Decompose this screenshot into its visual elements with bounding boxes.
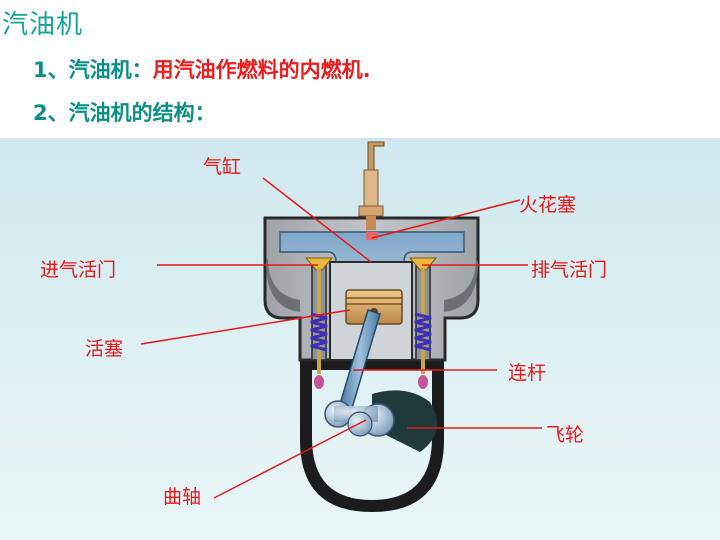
item-number: 2、 (33, 101, 69, 125)
structure-heading: 汽油机的结构： (68, 101, 216, 125)
slide-title: 汽油机 (2, 10, 84, 40)
label-flywheel: 飞轮 (546, 424, 585, 446)
label-piston: 活塞 (85, 338, 124, 360)
label-intake-valve: 进气活门 (40, 259, 117, 281)
leader-lines (140, 177, 542, 499)
label-cylinder: 气缸 (203, 156, 242, 178)
engine-diagram-panel: 气缸 火花塞 进气活门 排气活门 活塞 连杆 飞轮 曲轴 (0, 138, 720, 540)
label-crankshaft: 曲轴 (163, 486, 202, 508)
intake-valve-shape (304, 257, 334, 389)
item-number: 1、 (33, 58, 69, 82)
label-exhaust-valve: 排气活门 (531, 259, 608, 281)
engine-diagram (140, 141, 542, 512)
label-connecting-rod: 连杆 (508, 362, 547, 384)
structure-line: 2、汽油机的结构： (33, 99, 216, 127)
term-label: 汽油机： (68, 58, 153, 82)
flywheel-shape (372, 390, 438, 452)
exhaust-valve-shape (408, 257, 438, 389)
spark-plug-shape (358, 141, 385, 240)
definition-text: 用汽油作燃料的内燃机. (152, 58, 371, 82)
definition-line: 1、汽油机：用汽油作燃料的内燃机. (33, 56, 371, 84)
label-spark-plug: 火花塞 (519, 194, 577, 216)
